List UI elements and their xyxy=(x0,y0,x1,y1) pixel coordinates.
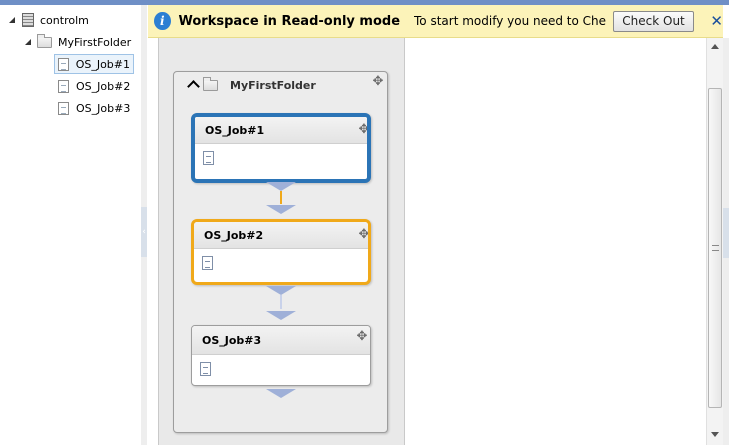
collapse-caret-icon[interactable] xyxy=(188,80,200,90)
notification-message: To start modify you need to Check-o... xyxy=(414,14,606,28)
job-body xyxy=(195,144,367,174)
scrollbar-thumb[interactable] xyxy=(708,88,722,408)
info-icon: i xyxy=(154,12,171,30)
tree-node-label: controlm xyxy=(40,13,89,27)
tree-node-label: OS_Job#3 xyxy=(76,101,131,115)
expand-triangle-icon[interactable] xyxy=(24,37,34,47)
connector-arrow xyxy=(266,389,296,398)
document-icon xyxy=(203,151,214,165)
tree-node-job-2[interactable]: OS_Job#2 xyxy=(55,77,130,95)
document-icon xyxy=(202,256,213,270)
job-icon xyxy=(58,57,69,71)
tree-node-controlm[interactable]: controlm xyxy=(8,11,89,29)
expand-triangle-icon[interactable] xyxy=(8,15,18,25)
scroll-down-arrow-icon[interactable] xyxy=(707,430,724,440)
job-body xyxy=(194,249,368,279)
read-only-notification-bar: i Workspace in Read-only mode To start m… xyxy=(148,5,723,38)
job-header: OS_Job#3 ✥ xyxy=(192,326,370,355)
job-title: OS_Job#1 xyxy=(205,123,265,137)
connector-arrow-head xyxy=(266,205,296,214)
job-title: OS_Job#3 xyxy=(202,333,262,347)
job-header: OS_Job#2 ✥ xyxy=(194,222,368,249)
notification-title: Workspace in Read-only mode xyxy=(178,13,401,29)
job-box-3[interactable]: OS_Job#3 ✥ xyxy=(191,325,371,386)
job-icon xyxy=(58,101,69,115)
document-icon xyxy=(200,362,211,376)
vertical-scrollbar[interactable] xyxy=(706,38,723,445)
close-icon[interactable]: ✕ xyxy=(710,12,723,30)
job-title: OS_Job#2 xyxy=(204,228,264,242)
connector-arrow xyxy=(266,286,296,295)
job-body xyxy=(192,355,370,385)
folder-header: MyFirstFolder xyxy=(174,72,387,98)
tree-node-job-1[interactable]: OS_Job#1 xyxy=(54,54,134,74)
server-icon xyxy=(22,13,34,27)
collapse-right-panel-handle[interactable] xyxy=(723,208,729,258)
tree-node-label: OS_Job#1 xyxy=(75,57,130,71)
top-accent-bar xyxy=(0,0,729,5)
job-box-1[interactable]: OS_Job#1 ✥ xyxy=(191,113,371,183)
move-icon[interactable]: ✥ xyxy=(356,329,368,344)
move-icon[interactable]: ✥ xyxy=(358,122,370,137)
check-out-button[interactable]: Check Out xyxy=(612,10,695,32)
connector-arrow xyxy=(266,182,296,191)
connector-line xyxy=(280,191,282,204)
move-icon[interactable]: ✥ xyxy=(372,74,384,89)
tree-node-label: OS_Job#2 xyxy=(76,79,131,93)
tree-node-job-3[interactable]: OS_Job#3 xyxy=(55,99,130,117)
scroll-up-arrow-icon[interactable] xyxy=(707,42,724,52)
tree-panel: controlm MyFirstFolder OS_Job#1 OS_Job#2… xyxy=(0,5,141,445)
folder-icon xyxy=(37,33,52,48)
job-box-2[interactable]: OS_Job#2 ✥ xyxy=(191,219,371,285)
tree-node-label: MyFirstFolder xyxy=(58,35,132,49)
job-icon xyxy=(58,79,69,93)
connector-line xyxy=(280,295,282,309)
folder-icon xyxy=(203,76,218,91)
job-header: OS_Job#1 ✥ xyxy=(195,117,367,144)
folder-title: MyFirstFolder xyxy=(230,78,316,92)
grip-icon xyxy=(712,245,719,251)
tree-node-folder[interactable]: MyFirstFolder xyxy=(24,33,131,51)
collapse-left-panel-handle[interactable]: ‹ xyxy=(141,207,147,257)
connector-arrow-head xyxy=(266,311,296,320)
move-icon[interactable]: ✥ xyxy=(358,227,370,242)
